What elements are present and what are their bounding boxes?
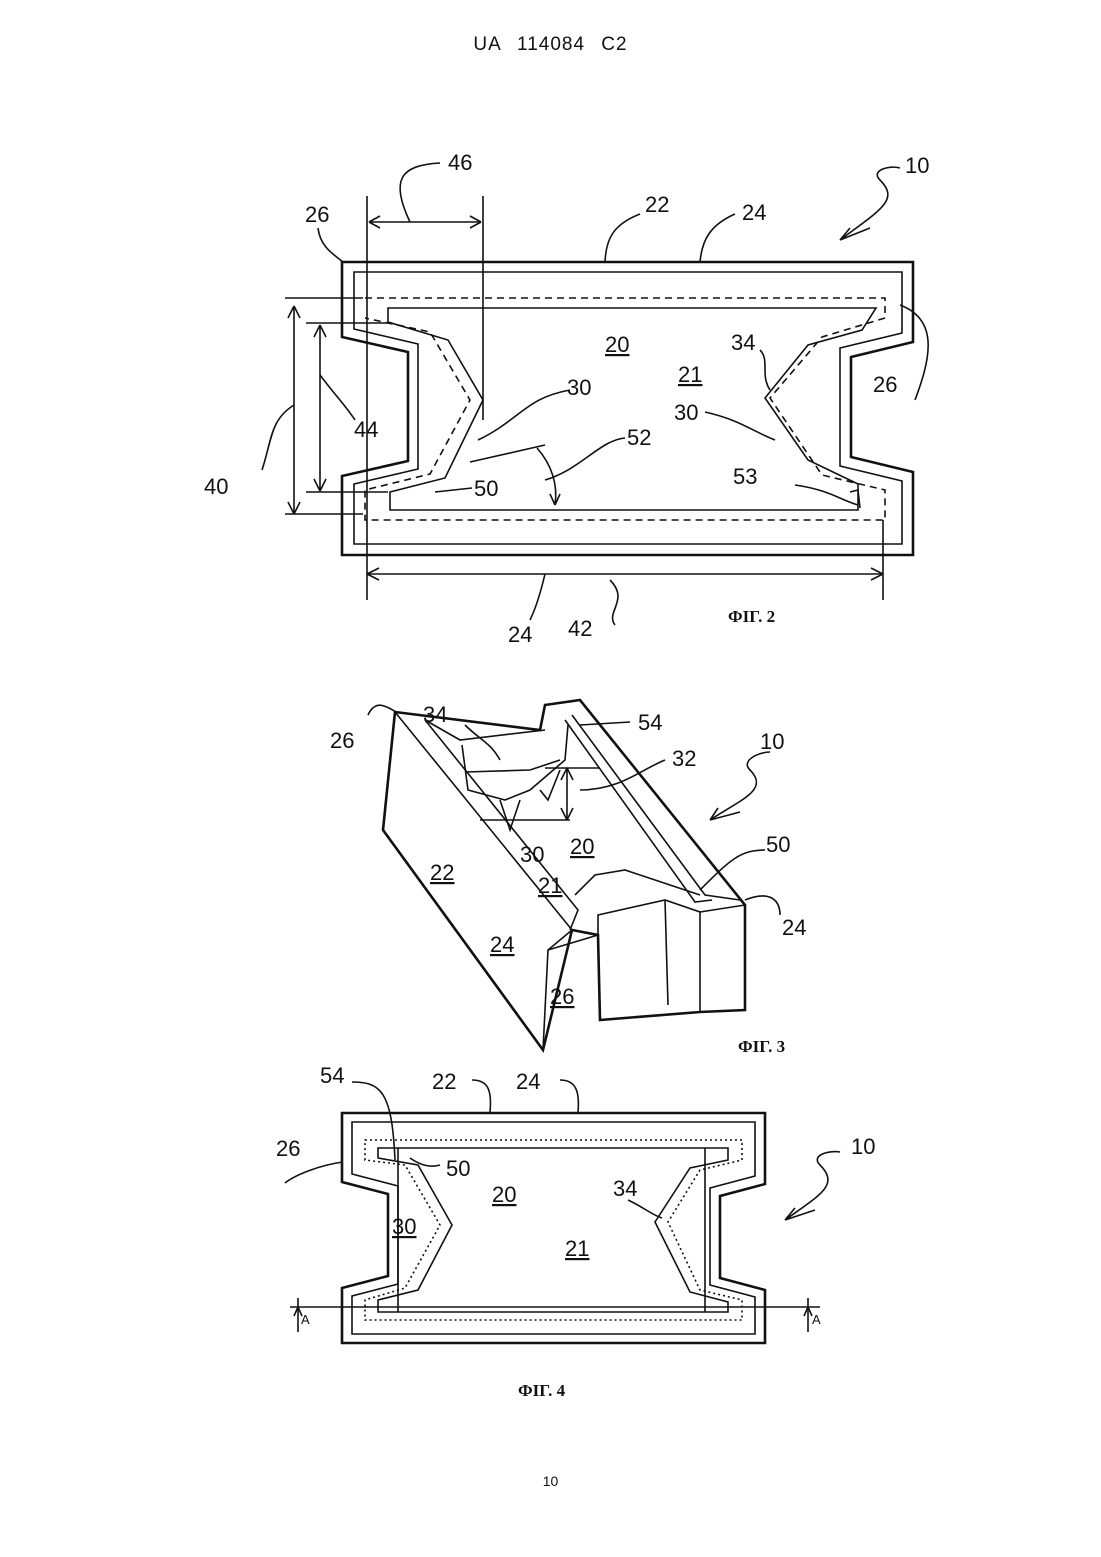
figure-2: 46 26 22 24 10 20 21 34 26 30 30 44 40 5…	[204, 150, 929, 647]
fig2-label-26b: 26	[873, 372, 897, 397]
fig2-label-42: 42	[568, 616, 592, 641]
fig3-label-34: 34	[423, 702, 447, 727]
fig4-label-34: 34	[613, 1176, 637, 1201]
fig4-label-26: 26	[276, 1136, 300, 1161]
fig3-label-26b: 26	[550, 984, 574, 1009]
fig4-label-30: 30	[392, 1214, 416, 1239]
fig3-label-30: 30	[520, 842, 544, 867]
fig2-label-40: 40	[204, 474, 228, 499]
page-number: 10	[0, 1473, 1101, 1489]
figure-3: 26 34 54 10 32 20 30 50 22 21 24 24 26 Ф…	[330, 700, 806, 1056]
fig2-label-53: 53	[733, 464, 757, 489]
fig3-caption: ФІГ. 3	[738, 1037, 785, 1056]
fig4-label-20: 20	[492, 1182, 516, 1207]
fig2-label-21: 21	[678, 362, 702, 387]
fig3-label-22: 22	[430, 860, 454, 885]
fig4-label-54: 54	[320, 1063, 344, 1088]
fig3-label-24b: 24	[782, 915, 806, 940]
fig3-label-54: 54	[638, 710, 662, 735]
fig3-label-21: 21	[538, 873, 562, 898]
fig2-label-10: 10	[905, 153, 929, 178]
fig3-label-26a: 26	[330, 728, 354, 753]
fig2-label-34: 34	[731, 330, 755, 355]
fig4-label-24: 24	[516, 1069, 540, 1094]
fig4-caption: ФІГ. 4	[518, 1381, 566, 1400]
fig3-label-24a: 24	[490, 932, 514, 957]
fig3-label-32: 32	[672, 746, 696, 771]
fig2-label-50: 50	[474, 476, 498, 501]
fig2-label-26a: 26	[305, 202, 329, 227]
fig2-label-24b: 24	[508, 622, 532, 647]
figure-4: 54 22 24 26 50 20 10 34 30 21 A A ФІГ. 4	[276, 1063, 875, 1400]
fig4-label-10: 10	[851, 1134, 875, 1159]
fig4-section-a-right: A	[812, 1312, 821, 1327]
fig3-label-10: 10	[760, 729, 784, 754]
fig4-label-21: 21	[565, 1236, 589, 1261]
fig2-label-20: 20	[605, 332, 629, 357]
fig4-section-a-left: A	[301, 1312, 310, 1327]
fig4-label-50: 50	[446, 1156, 470, 1181]
fig2-label-46: 46	[448, 150, 472, 175]
fig2-caption: ФІГ. 2	[728, 607, 775, 626]
fig4-label-22: 22	[432, 1069, 456, 1094]
fig2-label-22: 22	[645, 192, 669, 217]
fig3-label-50: 50	[766, 832, 790, 857]
fig2-label-52: 52	[627, 425, 651, 450]
fig3-label-20: 20	[570, 834, 594, 859]
fig2-label-30b: 30	[674, 400, 698, 425]
fig2-label-30a: 30	[567, 375, 591, 400]
fig2-label-44: 44	[354, 417, 378, 442]
fig2-label-24a: 24	[742, 200, 766, 225]
